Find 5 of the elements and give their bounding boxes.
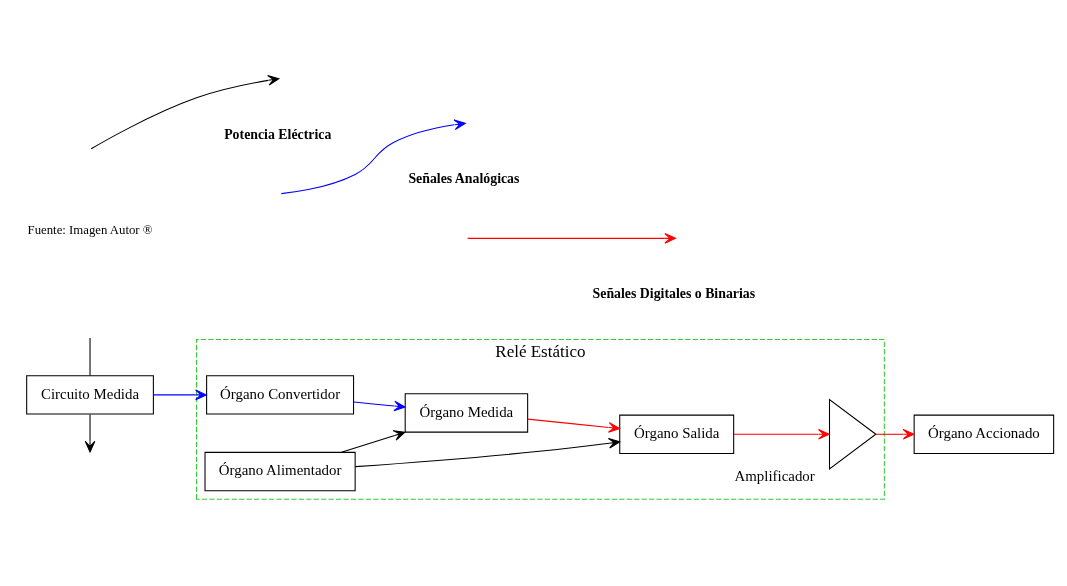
legend-label: Potencia Eléctrica [224,126,332,142]
node-label: Amplificador [734,467,815,484]
label: Fuente: Imagen Autor ® [27,223,153,238]
legend-label: Señales Digitales o Binarias [592,286,756,302]
legend-label: Señales Analógicas [408,171,520,187]
